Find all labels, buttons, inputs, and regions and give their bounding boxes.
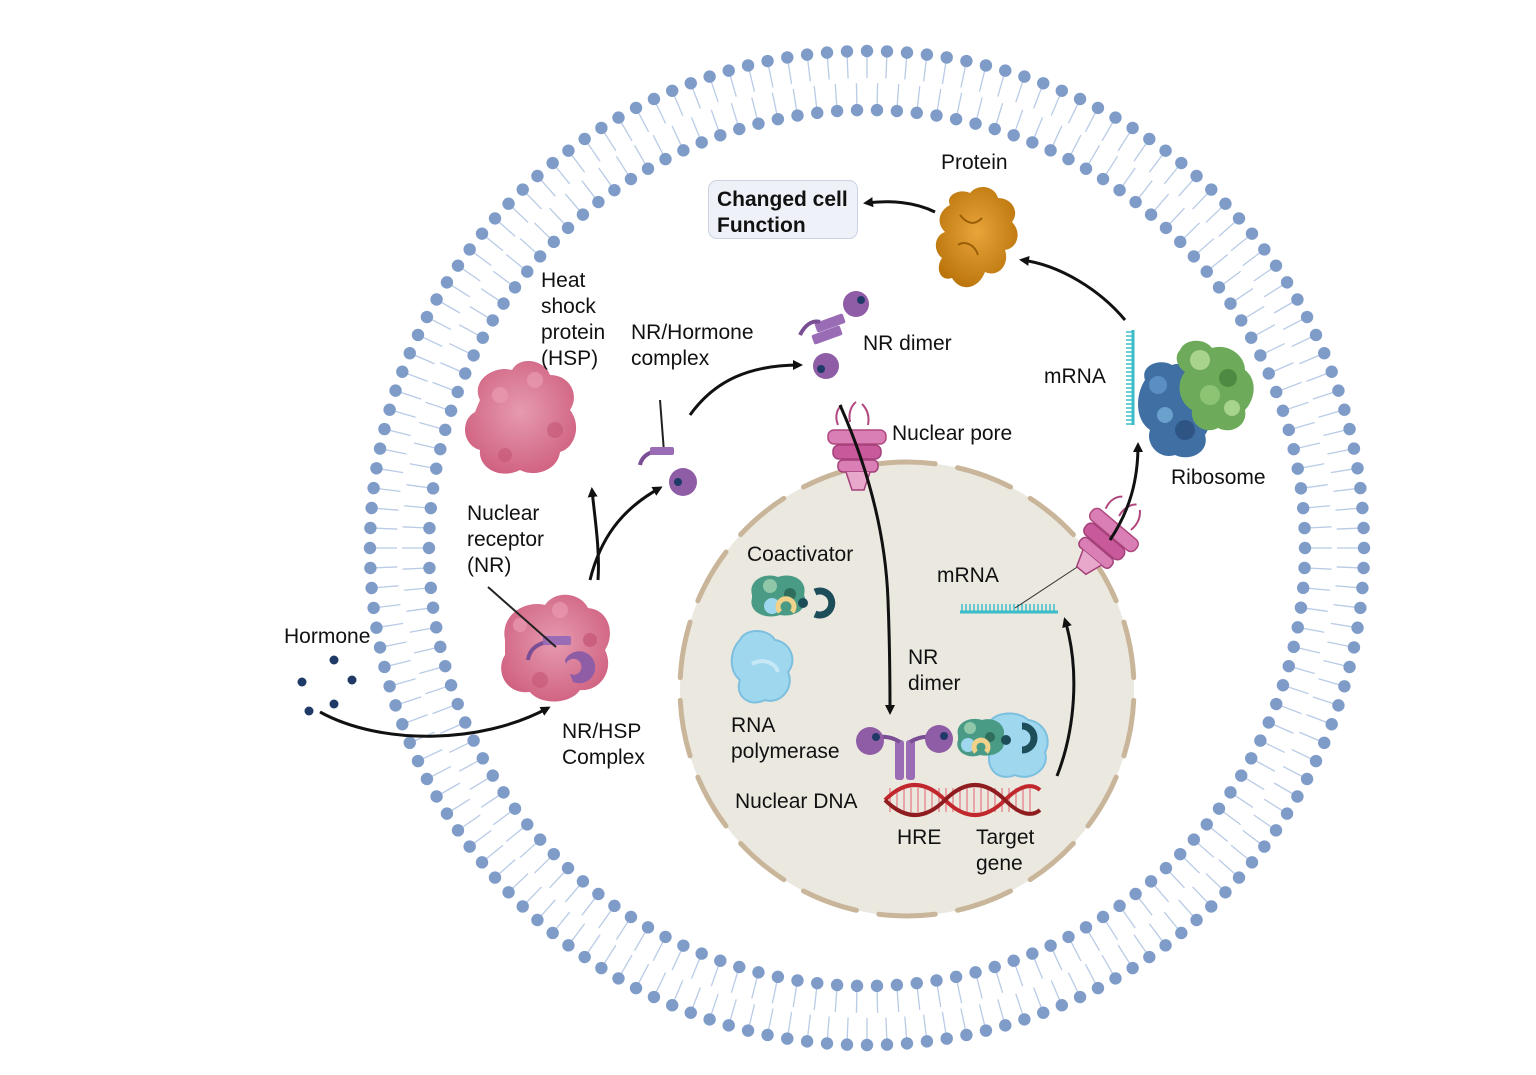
nr-dimer-nuclear-label: NR dimer xyxy=(908,646,961,695)
rna-polymerase-icon xyxy=(730,630,794,704)
heat-shock-protein-icon xyxy=(464,360,577,474)
nr-hsp-complex-icon xyxy=(501,594,610,702)
protein-label: Protein xyxy=(941,151,1008,174)
nuclear-pore-icon xyxy=(827,401,887,491)
mrna-cytoplasmic-label: mRNA xyxy=(1044,365,1106,388)
dimerization-arrow xyxy=(688,360,803,416)
hsp-label: Heat shock protein (HSP) xyxy=(541,269,606,370)
coactivator-label: Coactivator xyxy=(747,543,854,566)
hormone-entry-arrow xyxy=(319,706,551,738)
function-arrow xyxy=(863,197,936,214)
hormone-molecules xyxy=(297,655,357,716)
mrna-cytoplasmic-icon xyxy=(1126,330,1135,425)
mrna-nuclear-icon xyxy=(960,604,1058,614)
nuclear-import-arrow xyxy=(838,404,895,715)
protein-icon xyxy=(935,186,1018,288)
ribosome-icon xyxy=(1138,340,1254,458)
nr-hormone-complex-icon xyxy=(638,399,697,496)
translation-arrow xyxy=(1019,255,1127,321)
nr-dimer-label: NR dimer xyxy=(863,332,952,355)
nuclear-pore-export-icon xyxy=(1075,495,1141,576)
target-gene-label: Target gene xyxy=(976,826,1035,875)
hre-label: HRE xyxy=(897,826,942,849)
transcription-complex-icon xyxy=(957,712,1049,778)
coactivator-icon xyxy=(751,575,836,619)
nuclear-export-arrow xyxy=(1108,442,1143,541)
nuclear-envelope xyxy=(677,459,1137,919)
cell-membrane xyxy=(363,44,1371,1052)
changed-cell-function-box: Changed cell Function xyxy=(708,180,858,239)
ribosome-label: Ribosome xyxy=(1171,466,1266,489)
rna-polymerase-label: RNA polymerase xyxy=(731,714,840,763)
hsp-release-arrow xyxy=(587,487,600,581)
nuclear-pore-label: Nuclear pore xyxy=(892,422,1013,445)
nr-dimer-on-dna-icon xyxy=(856,725,953,780)
nuclear-dna-label: Nuclear DNA xyxy=(735,790,858,813)
nr-dimer-icon xyxy=(798,291,869,379)
nuclear-receptor-label: Nuclear receptor (NR) xyxy=(467,502,545,577)
nucleus xyxy=(677,459,1137,919)
nr-release-arrow xyxy=(588,486,663,581)
hormone-label: Hormone xyxy=(284,625,371,648)
nr-hsp-complex-label: NR/HSP Complex xyxy=(562,720,645,769)
nr-hormone-complex-label: NR/Hormone complex xyxy=(631,321,754,370)
mrna-nuclear-label: mRNA xyxy=(937,564,999,587)
transcription-arrow xyxy=(1055,617,1076,777)
dna-helix-icon xyxy=(883,783,1042,817)
